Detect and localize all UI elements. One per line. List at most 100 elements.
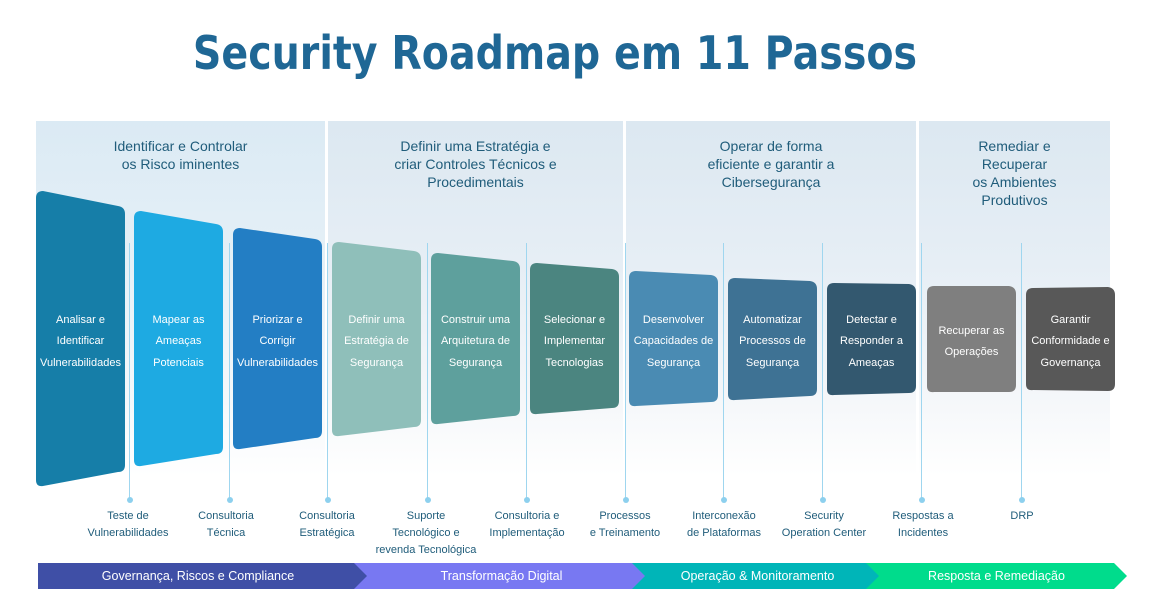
step-card-label-line: Potenciais xyxy=(153,356,204,369)
page-title: Security Roadmap em 11 Passos xyxy=(192,26,918,80)
band-label: Operação & Monitoramento xyxy=(680,569,835,583)
connector-line xyxy=(1021,243,1022,500)
phase-title-line: Produtivos xyxy=(981,192,1048,208)
connector-line xyxy=(129,243,130,500)
service-label-line: Consultoria xyxy=(198,510,254,522)
step-card-label-line: Responder a xyxy=(840,335,903,348)
service-label-line: Security xyxy=(804,510,844,522)
service-label-line: Implementação xyxy=(489,527,565,539)
service-label-line: Respostas a xyxy=(892,510,954,522)
step-card-shape xyxy=(36,191,125,487)
phase-title-line: Operar de forma xyxy=(719,138,823,154)
step-card-fill xyxy=(827,283,916,396)
step-card-label-line: Segurança xyxy=(646,356,701,369)
band-fill xyxy=(632,563,883,589)
step-card-fill xyxy=(431,253,520,425)
step-card-label-line: Governança xyxy=(1040,356,1101,369)
capability-band: Transformação Digital xyxy=(354,563,650,589)
step-card-shape xyxy=(431,253,520,425)
band-shape xyxy=(632,563,883,589)
step-card-label-line: Automatizar xyxy=(743,313,802,326)
step-card-fill xyxy=(233,228,322,450)
connector-dot xyxy=(1018,497,1025,503)
band-label: Resposta e Remediação xyxy=(928,569,1065,583)
band-label: Transformação Digital xyxy=(440,569,563,583)
step-card-shape xyxy=(530,263,619,415)
step-card-label-line: Vulnerabilidades xyxy=(237,356,318,369)
service-label-line: DRP xyxy=(1010,510,1034,522)
connector-line xyxy=(822,243,823,500)
service-label-line: Interconexão xyxy=(692,510,756,522)
capability-band: Operação & Monitoramento xyxy=(632,563,884,589)
step-card-fill xyxy=(728,278,817,401)
connector-line xyxy=(427,243,428,500)
service-label: DRP xyxy=(962,508,1082,525)
connector-line xyxy=(327,243,328,500)
service-label-line: Operation Center xyxy=(781,527,867,539)
phase-title: Definir uma Estratégia e criar Controles… xyxy=(328,137,623,191)
step-card-fill xyxy=(1026,287,1115,391)
step-card-label-line: Ameaças xyxy=(848,356,895,369)
phase-title-line: Definir uma Estratégia e xyxy=(400,138,551,154)
band-shape xyxy=(866,563,1127,589)
phase-title-line: Procedimentais xyxy=(427,174,524,190)
step-card-fill xyxy=(927,286,1016,393)
step-card-label-line: Segurança xyxy=(745,356,800,369)
service-label-line: Consultoria xyxy=(299,510,355,522)
connector-line xyxy=(921,243,922,500)
step-card-shape xyxy=(827,283,916,396)
step-card-label-line: Priorizar e xyxy=(252,313,303,326)
phase-title-line: os Risco iminentes xyxy=(121,156,240,172)
band-fill xyxy=(354,563,649,589)
connector-dot xyxy=(424,497,431,503)
step-card-label-line: Ameaças xyxy=(155,335,202,348)
capability-band: Governança, Riscos e Compliance xyxy=(38,563,372,589)
connector-dot xyxy=(622,497,629,503)
service-label: Respostas a Incidentes xyxy=(863,508,983,542)
connector-line xyxy=(229,243,230,500)
service-label-line: Incidentes xyxy=(897,527,949,539)
step-card-shape xyxy=(629,271,718,407)
band-shape xyxy=(354,563,649,589)
band-label: Governança, Riscos e Compliance xyxy=(101,569,295,583)
step-card-label-line: Capacidades de xyxy=(633,335,714,348)
service-label-line: Suporte xyxy=(406,510,446,522)
service-label-line: Processos xyxy=(599,510,651,522)
step-card-shape xyxy=(728,278,817,401)
step-card-label-line: Segurança xyxy=(349,356,404,369)
step-card-shape xyxy=(233,228,322,450)
step-card-fill xyxy=(36,191,125,487)
phase-title-line: Cibersegurança xyxy=(721,174,821,190)
step-card-shape xyxy=(134,211,223,467)
step-card-label-line: Processos de xyxy=(739,335,806,348)
phase-title-line: Recuperar xyxy=(981,156,1048,172)
step-card-label-line: Corrigir xyxy=(259,335,296,348)
connector-dot xyxy=(918,497,925,503)
step-card-label-line: Identificar xyxy=(56,335,105,348)
step-card-shape xyxy=(332,242,421,437)
step-card-label-line: Arquitetura de xyxy=(440,335,511,348)
connector-dot xyxy=(226,497,233,503)
connector-line xyxy=(526,243,527,500)
